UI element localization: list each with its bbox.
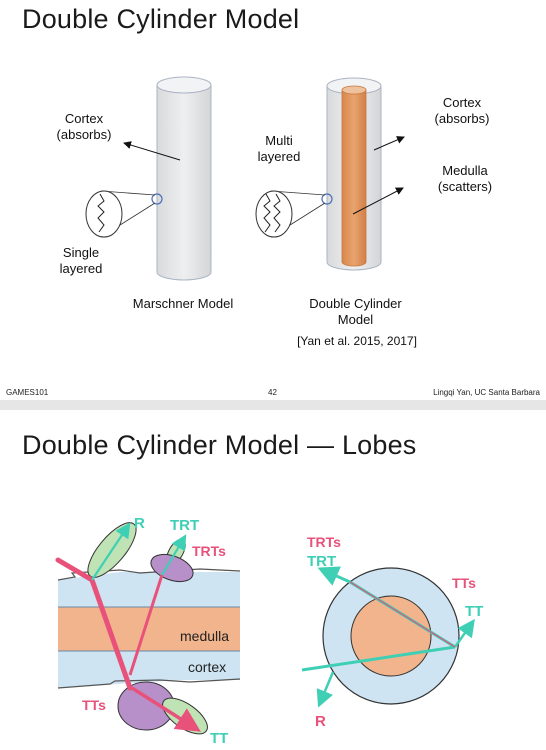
side-view-rays xyxy=(55,522,201,732)
footer-course: GAMES101 xyxy=(6,388,49,397)
double-cylinder-caption: Double Cylinder Model xyxy=(309,296,402,327)
side-label-trt: TRT xyxy=(170,517,199,534)
slide-title: Double Cylinder Model xyxy=(22,4,300,34)
slide-double-cylinder-model: Double Cylinder Model xyxy=(6,4,540,397)
double-cylinder xyxy=(326,77,382,271)
marschner-cylinder xyxy=(156,76,212,281)
xsec-label-tts: TTs xyxy=(452,575,476,591)
medulla-label: Medulla (scatters) xyxy=(437,163,493,194)
xsec-label-r: R xyxy=(315,713,326,730)
single-layer-magnifier xyxy=(85,190,163,238)
multi-layer-magnifier xyxy=(255,190,333,238)
right-cortex-label: Cortex (absorbs) xyxy=(434,95,490,126)
xsec-label-trt: TRT xyxy=(307,553,336,570)
medulla-layer-label: medulla xyxy=(180,628,229,644)
multi-layered-label: Multi layered xyxy=(257,133,301,164)
side-label-tts: TTs xyxy=(82,697,106,713)
slide-double-cylinder-lobes: Double Cylinder Model — Lobes xyxy=(0,410,546,750)
cylinder-diagram xyxy=(85,76,405,281)
slide-divider xyxy=(0,400,546,410)
lobes-diagram: R TRT TRTs TTs TT medulla cortex TRTs TR… xyxy=(55,515,483,747)
side-label-tt: TT xyxy=(210,730,228,747)
trts-lobe xyxy=(150,553,194,583)
single-layered-label: Single layered xyxy=(59,245,103,276)
hair-cross-section xyxy=(322,567,460,705)
left-cortex-label: Cortex (absorbs) xyxy=(56,111,112,142)
cortex-layer-label: cortex xyxy=(188,659,226,675)
side-label-trts: TRTs xyxy=(192,543,226,559)
footer-author: Lingqi Yan, UC Santa Barbara xyxy=(433,388,540,397)
citation: [Yan et al. 2015, 2017] xyxy=(297,334,417,348)
slide-title: Double Cylinder Model — Lobes xyxy=(22,430,417,460)
xsec-label-tt: TT xyxy=(465,603,483,620)
side-label-r: R xyxy=(134,515,145,532)
marschner-caption: Marschner Model xyxy=(132,296,234,311)
xsec-label-trts: TRTs xyxy=(307,534,341,550)
cross-section-rays xyxy=(301,566,475,708)
footer-page-number: 42 xyxy=(268,388,277,397)
